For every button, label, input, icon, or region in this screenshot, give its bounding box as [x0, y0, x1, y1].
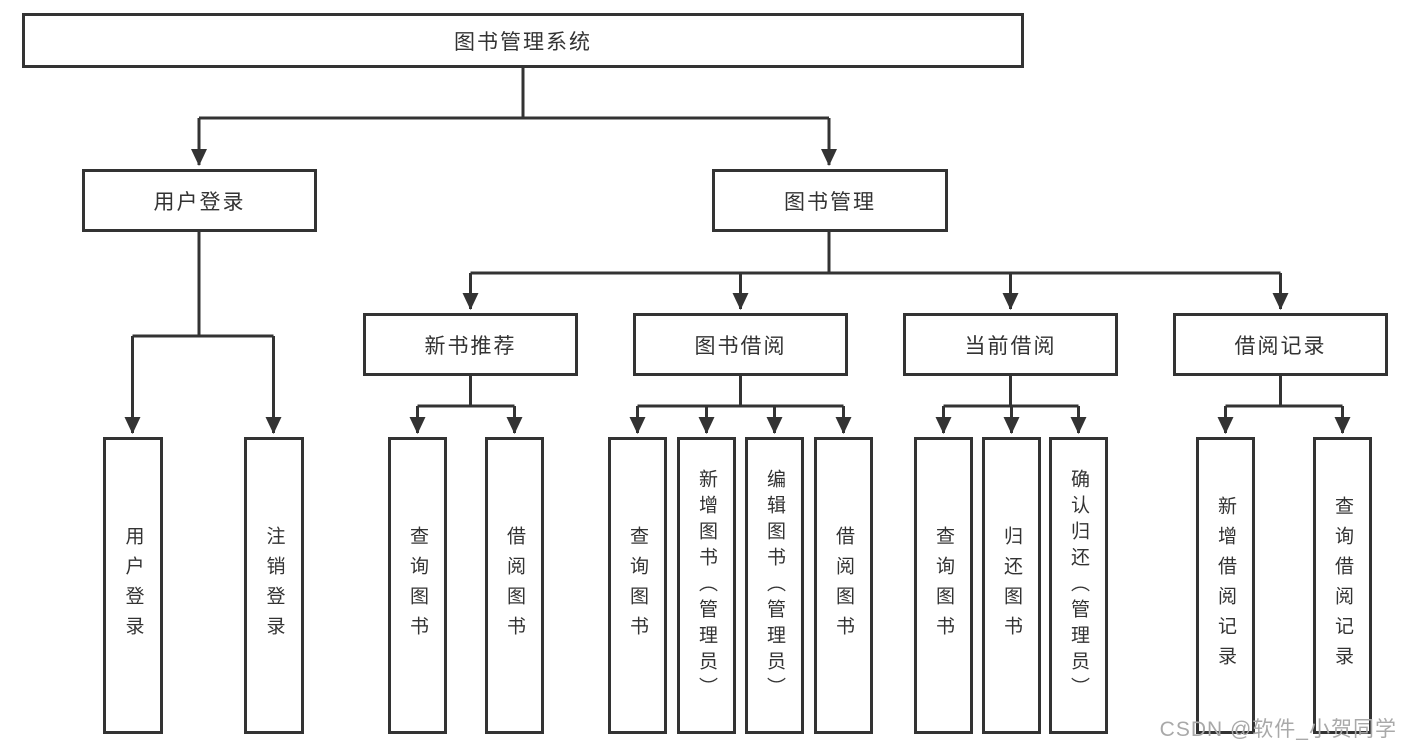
node-label: 注销登录	[263, 525, 285, 646]
node-label: 新增借阅记录	[1215, 495, 1236, 676]
node-label: 确认归还（管理员）	[1068, 468, 1089, 703]
node-label: 借阅图书	[833, 525, 854, 646]
node-label: 编辑图书（管理员）	[764, 468, 785, 703]
node-current-borrowing: 当前借阅	[903, 313, 1118, 376]
node-label: 新书推荐	[424, 334, 517, 358]
leaf-logout: 注销登录	[244, 437, 304, 734]
node-label: 归还图书	[1001, 525, 1022, 646]
node-label: 查询图书	[933, 525, 954, 646]
node-label: 当前借阅	[964, 334, 1057, 358]
node-label: 借阅图书	[504, 525, 525, 646]
leaf-user-login: 用户登录	[103, 437, 163, 734]
leaf-confirm-return-admin: 确认归还（管理员）	[1049, 437, 1108, 734]
leaf-add-book-admin: 新增图书（管理员）	[677, 437, 736, 734]
csdn-watermark: CSDN @软件_小贺同学	[1159, 718, 1397, 741]
leaf-query-books-recommend: 查询图书	[388, 437, 447, 734]
leaf-query-books-current: 查询图书	[914, 437, 973, 734]
node-label: 图书管理	[784, 190, 876, 214]
leaf-borrow-books-borrowing: 借阅图书	[814, 437, 873, 734]
node-label: 借阅记录	[1234, 334, 1327, 358]
node-label: 图书管理系统	[454, 30, 592, 54]
leaf-return-book: 归还图书	[982, 437, 1041, 734]
node-label: 查询借阅记录	[1332, 495, 1353, 676]
leaf-edit-book-admin: 编辑图书（管理员）	[745, 437, 804, 734]
leaf-query-books-borrowing: 查询图书	[608, 437, 667, 734]
node-label: 图书借阅	[694, 334, 787, 358]
node-label: 用户登录	[122, 525, 144, 646]
node-new-book-recommend: 新书推荐	[363, 313, 578, 376]
node-label: 用户登录	[153, 190, 246, 214]
node-label: 查询图书	[627, 525, 648, 646]
node-label: 查询图书	[407, 525, 428, 646]
leaf-borrow-books-recommend: 借阅图书	[485, 437, 544, 734]
node-borrowing-records: 借阅记录	[1173, 313, 1388, 376]
node-label: 新增图书（管理员）	[696, 468, 717, 703]
node-book-management: 图书管理	[712, 169, 948, 232]
leaf-query-borrow-record: 查询借阅记录	[1313, 437, 1372, 734]
node-book-borrowing: 图书借阅	[633, 313, 848, 376]
leaf-add-borrow-record: 新增借阅记录	[1196, 437, 1255, 734]
node-root-system: 图书管理系统	[22, 13, 1024, 68]
node-user-login-branch: 用户登录	[82, 169, 317, 232]
